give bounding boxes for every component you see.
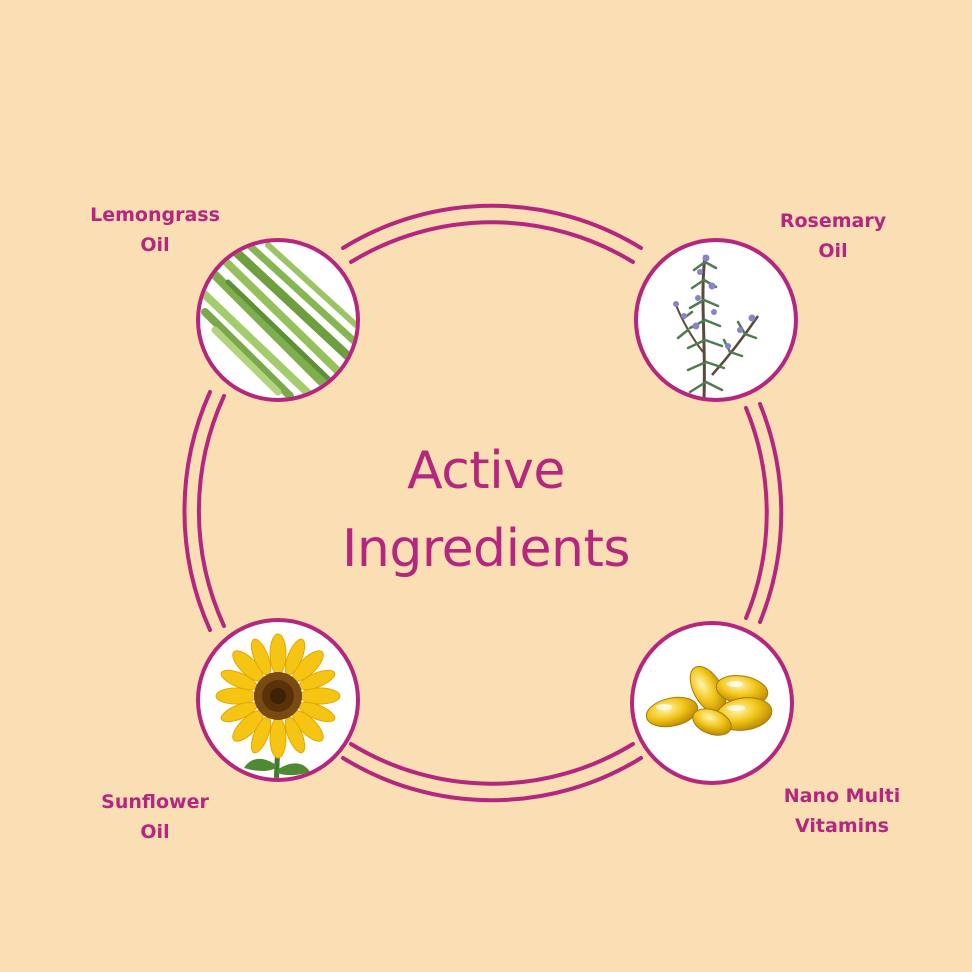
sunflower-label: Sunflower Oil [70, 787, 240, 847]
rosemary-label-line-1: Rosemary [779, 210, 887, 232]
sunflower-image [196, 618, 360, 782]
rosemary-label: Rosemary Oil [748, 206, 918, 266]
lemongrass-label-line-1: Lemongrass [90, 204, 220, 226]
title-line-2: Ingredients [342, 519, 630, 579]
lemongrass-image [196, 238, 360, 402]
capsules-image [630, 621, 794, 785]
title-line-1: Active [407, 441, 565, 501]
vitamins-label-line-2: Vitamins [795, 815, 889, 837]
page-title: Active Ingredients [236, 432, 736, 588]
ring-arcs [182, 203, 784, 803]
sunflower-label-line-2: Oil [140, 821, 170, 843]
rosemary-label-line-2: Oil [818, 240, 848, 262]
vitamins-label: Nano Multi Vitamins [752, 781, 932, 841]
sunflower-label-line-1: Sunflower [101, 791, 209, 813]
vitamins-label-line-1: Nano Multi [783, 785, 901, 807]
rosemary-image [634, 238, 798, 402]
lemongrass-label: Lemongrass Oil [70, 200, 240, 260]
lemongrass-label-line-2: Oil [140, 234, 170, 256]
